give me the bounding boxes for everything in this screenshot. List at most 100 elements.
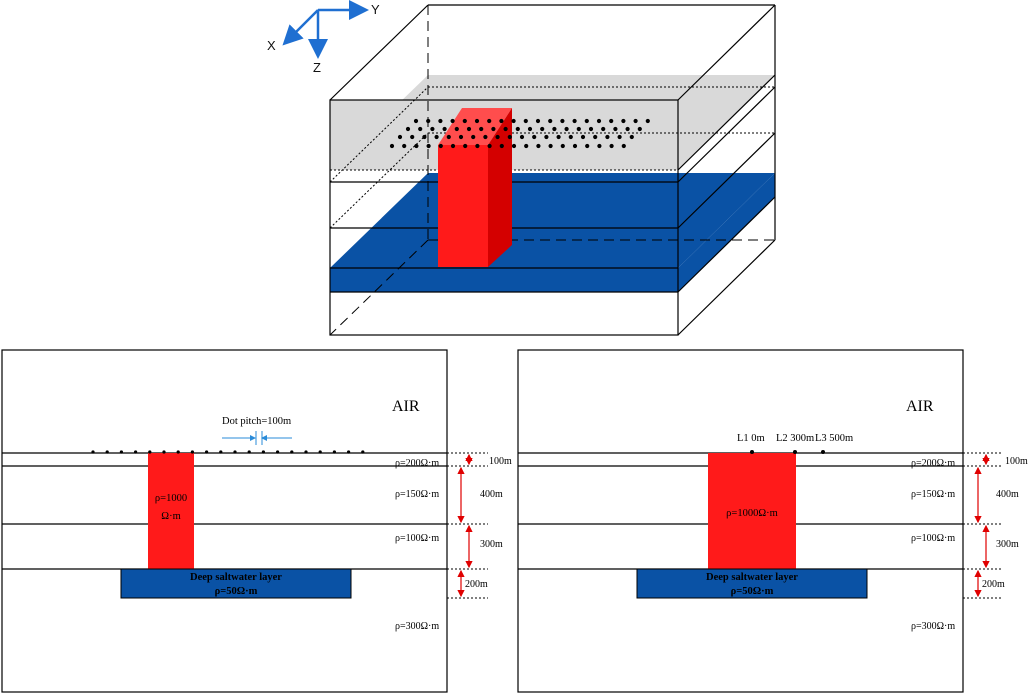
left-thick-1: 100m (489, 456, 512, 467)
right-saltwater-name: Deep saltwater layer (706, 572, 798, 583)
receiver-dot (276, 450, 280, 454)
receiver-dot-3d (605, 134, 610, 140)
right-anomaly-rho: ρ=1000Ω·m (726, 508, 778, 519)
receiver-dot-3d (389, 143, 395, 149)
line-label-l2: L2 300m (776, 433, 814, 444)
dot-pitch-label: Dot pitch=100m (222, 416, 291, 427)
left-air-label: AIR (392, 398, 420, 415)
receiver-dot-3d (536, 143, 541, 149)
left-layer4-rho: ρ=300Ω·m (395, 621, 439, 632)
receiver-dot-3d (588, 126, 594, 132)
receiver-dot-3d (613, 126, 618, 132)
left-layer1-rho: ρ=200Ω·m (395, 458, 439, 469)
receiver-dot-3d (576, 126, 581, 132)
receiver-dot-3d (414, 143, 419, 149)
receiver-dot (205, 450, 209, 454)
left-layer2-rho: ρ=150Ω·m (395, 489, 439, 500)
layer-boundaries-solid (330, 74, 776, 293)
receiver-dot-3d (535, 118, 541, 124)
y-axis-label: Y (371, 2, 380, 17)
right-saltwater-layer (636, 568, 868, 599)
receiver-dot-3d (532, 134, 537, 140)
anomaly-prism-front (438, 145, 488, 267)
axes-indicator: Y X Z (267, 0, 380, 75)
receiver-dot (361, 450, 365, 454)
receiver-dot-3d (446, 134, 451, 140)
left-panel-frame (1, 349, 448, 693)
receiver-dot-3d (548, 118, 553, 124)
box-edges (329, 4, 776, 336)
receiver-dot-3d (450, 143, 456, 149)
survey-point-l2 (793, 450, 797, 454)
right-cross-section: AIR L1 0m L2 300m L3 500m ρ=1000Ω·m Deep… (517, 349, 1028, 693)
receiver-dot-3d (597, 143, 602, 149)
receiver-dot-3d (585, 143, 590, 149)
anomaly-prism-top (438, 108, 512, 145)
receiver-dot-3d (499, 118, 504, 124)
receiver-dot-3d (596, 118, 602, 124)
receiver-dot-3d (463, 143, 468, 149)
receiver-dot-3d (560, 118, 565, 124)
line-label-l1: L1 0m (737, 433, 765, 444)
receiver-dot-3d (402, 143, 407, 149)
saltwater-layer-side (678, 173, 775, 292)
receiver-dot-3d (438, 143, 443, 149)
receiver-dot-3d (474, 118, 480, 124)
receiver-dot-3d (633, 118, 638, 124)
receiver-dot-3d (524, 143, 529, 149)
receiver-dot-3d (438, 118, 443, 124)
right-thick-2: 400m (996, 489, 1019, 500)
receiver-dot (162, 450, 166, 454)
block-3d-model: Y X Z (267, 0, 776, 336)
receiver-dot-3d (471, 134, 476, 140)
receiver-dot-3d (458, 134, 464, 140)
anomaly-prism-side (488, 108, 512, 267)
receiver-dot-3d (405, 126, 411, 132)
receiver-dot-3d (560, 143, 565, 149)
receiver-dot-3d (422, 134, 427, 140)
right-layer2-rho: ρ=150Ω·m (911, 489, 955, 500)
receiver-dot-3d (426, 118, 431, 124)
receiver-dot (304, 450, 308, 454)
receiver-dot-3d (527, 126, 533, 132)
right-layer3-rho: ρ=100Ω·m (911, 533, 955, 544)
receiver-dot-3d (487, 118, 492, 124)
left-thick-4: 200m (465, 579, 488, 590)
receiver-dot (261, 450, 265, 454)
line-label-l3: L3 500m (815, 433, 853, 444)
left-layer-lines (2, 452, 447, 570)
survey-point-l3 (821, 450, 825, 454)
receiver-dot (119, 450, 123, 454)
receiver-dot-3d (580, 134, 586, 140)
receiver-dot (233, 450, 237, 454)
receiver-dot-3d (540, 126, 545, 132)
receiver-dot (91, 450, 95, 454)
right-thick-4: 200m (982, 579, 1005, 590)
right-saltwater-rho: ρ=50Ω·m (731, 586, 774, 597)
receiver-dot (247, 450, 251, 454)
receiver-dot-3d (434, 134, 439, 140)
right-thickness-annotations: 100m 400m 300m 200m (963, 452, 1028, 599)
receiver-dot-3d (568, 134, 573, 140)
receiver-dot-3d (556, 134, 561, 140)
receiver-dot-3d (450, 118, 455, 124)
receiver-dot-3d (544, 134, 549, 140)
left-saltwater-layer (120, 568, 352, 599)
receiver-dot (176, 450, 180, 454)
right-thick-1: 100m (1005, 456, 1028, 467)
receiver-dot-3d (601, 126, 606, 132)
receiver-dot-3d (430, 126, 435, 132)
receiver-dot (332, 450, 336, 454)
left-layer3-rho: ρ=100Ω·m (395, 533, 439, 544)
receiver-dot-3d (495, 134, 500, 140)
receiver-dot (148, 450, 152, 454)
receiver-dots-3d (389, 118, 650, 149)
receiver-dot-3d (511, 118, 516, 124)
receiver-dot (290, 450, 294, 454)
receiver-dot-3d (572, 118, 577, 124)
receiver-dot-3d (593, 134, 598, 140)
receiver-dot-3d (487, 143, 492, 149)
receiver-dot-3d (442, 126, 447, 132)
receiver-dot (105, 450, 109, 454)
